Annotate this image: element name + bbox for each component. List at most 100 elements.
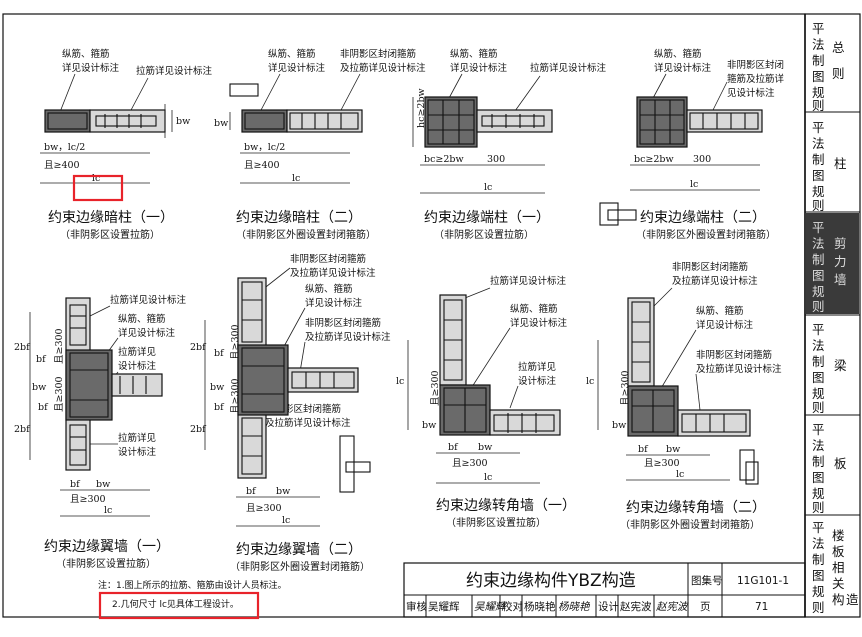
svg-text:页: 页 bbox=[700, 601, 711, 613]
svg-text:且≥300: 且≥300 bbox=[70, 494, 106, 505]
svg-text:规: 规 bbox=[812, 486, 825, 501]
svg-text:平: 平 bbox=[812, 322, 825, 337]
svg-text:拉筋详见设计标注: 拉筋详见设计标注 bbox=[490, 275, 567, 287]
svg-text:平: 平 bbox=[812, 220, 825, 235]
svg-text:审核: 审核 bbox=[406, 600, 427, 613]
svg-text:拉筋详见设计标注: 拉筋详见设计标注 bbox=[136, 65, 213, 77]
svg-text:约束边缘端柱（一）: 约束边缘端柱（一） bbox=[424, 210, 550, 226]
tab-slab[interactable]: 平 法 制 图 规 则 板 bbox=[812, 422, 847, 515]
svg-text:且≥400: 且≥400 bbox=[44, 160, 80, 171]
svg-text:非阴影区封闭箍筋: 非阴影区封闭箍筋 bbox=[696, 349, 772, 361]
svg-text:见设计标注: 见设计标注 bbox=[727, 87, 775, 99]
svg-text:制: 制 bbox=[812, 552, 825, 567]
svg-text:lc: lc bbox=[292, 173, 300, 184]
svg-text:且≥300: 且≥300 bbox=[230, 324, 241, 360]
svg-text:bw: bw bbox=[422, 420, 436, 431]
svg-text:平: 平 bbox=[812, 120, 825, 135]
svg-text:lc: lc bbox=[676, 469, 684, 480]
svg-text:hc≥2bw: hc≥2bw bbox=[416, 88, 427, 128]
svg-text:杨晓艳: 杨晓艳 bbox=[524, 600, 556, 613]
svg-text:约束边缘转角墙（一）: 约束边缘转角墙（一） bbox=[436, 498, 576, 514]
svg-text:则: 则 bbox=[812, 98, 825, 113]
svg-text:（非阴影区设置拉筋）: （非阴影区设置拉筋） bbox=[446, 516, 546, 529]
svg-text:纵筋、箍筋: 纵筋、箍筋 bbox=[268, 48, 316, 60]
svg-text:及拉筋详见设计标注: 及拉筋详见设计标注 bbox=[340, 62, 426, 74]
svg-text:设计标注: 设计标注 bbox=[118, 446, 157, 458]
svg-text:及拉筋详见设计标注: 及拉筋详见设计标注 bbox=[305, 331, 391, 343]
svg-text:bf: bf bbox=[246, 486, 257, 497]
svg-text:且≥400: 且≥400 bbox=[244, 160, 280, 171]
svg-text:lc: lc bbox=[104, 505, 112, 516]
svg-text:图: 图 bbox=[812, 370, 825, 385]
svg-text:非阴影区封闭箍筋: 非阴影区封闭箍筋 bbox=[672, 261, 748, 273]
svg-text:详见设计标注: 详见设计标注 bbox=[62, 62, 120, 74]
svg-text:纵筋、箍筋: 纵筋、箍筋 bbox=[450, 48, 498, 60]
tab-slab-related-n3: 相 bbox=[832, 560, 845, 575]
svg-text:及拉筋详见设计标注: 及拉筋详见设计标注 bbox=[672, 275, 758, 287]
tab-shear-wall[interactable]: 平 法 制 图 规 则 剪 力 墙 bbox=[812, 220, 847, 314]
svg-text:2.几何尺寸 lc见具体工程设计。: 2.几何尺寸 lc见具体工程设计。 bbox=[112, 598, 239, 610]
svg-text:规: 规 bbox=[812, 386, 825, 401]
svg-text:拉筋详见: 拉筋详见 bbox=[518, 361, 556, 373]
svg-text:纵筋、箍筋: 纵筋、箍筋 bbox=[305, 283, 353, 295]
svg-text:设计: 设计 bbox=[598, 600, 619, 613]
tab-general-name-2: 则 bbox=[832, 66, 845, 81]
svg-text:（非阴影区外圈设置封闭箍筋）: （非阴影区外圈设置封闭箍筋） bbox=[620, 518, 760, 531]
svg-text:非阴影区封闭箍筋: 非阴影区封闭箍筋 bbox=[340, 48, 416, 60]
svg-text:bc≥2bw: bc≥2bw bbox=[634, 154, 674, 165]
svg-text:图: 图 bbox=[812, 568, 825, 583]
svg-text:且≥300: 且≥300 bbox=[230, 378, 241, 414]
svg-text:且≥300: 且≥300 bbox=[54, 328, 65, 364]
svg-text:图: 图 bbox=[812, 168, 825, 183]
svg-text:lc: lc bbox=[586, 376, 594, 387]
svg-text:制: 制 bbox=[812, 53, 825, 68]
svg-text:bw: bw bbox=[666, 444, 680, 455]
svg-text:约束边缘暗柱（一）: 约束边缘暗柱（一） bbox=[48, 210, 174, 226]
svg-text:纵筋、箍筋: 纵筋、箍筋 bbox=[696, 305, 744, 317]
svg-text:制: 制 bbox=[812, 354, 825, 369]
svg-text:bw: bw bbox=[210, 382, 224, 393]
svg-text:bf: bf bbox=[214, 348, 225, 359]
svg-text:法: 法 bbox=[812, 236, 825, 251]
figure-hidden-column-1: 纵筋、箍筋 详见设计标注 拉筋详见设计标注 bw bw，lc/2 且≥400 l… bbox=[40, 48, 213, 241]
svg-text:则: 则 bbox=[812, 500, 825, 515]
svg-text:图: 图 bbox=[812, 470, 825, 485]
svg-text:bw: bw bbox=[32, 382, 46, 393]
svg-text:校对: 校对 bbox=[502, 600, 523, 613]
svg-text:吴耀辉: 吴耀辉 bbox=[428, 600, 460, 613]
svg-text:bw: bw bbox=[176, 116, 190, 127]
tab-shear-name-2: 力 bbox=[834, 254, 847, 269]
svg-text:lc: lc bbox=[484, 472, 492, 483]
svg-text:详见设计标注: 详见设计标注 bbox=[510, 317, 568, 329]
svg-text:梁: 梁 bbox=[834, 358, 847, 373]
tab-general-name-1: 总 bbox=[832, 40, 845, 55]
svg-text:则: 则 bbox=[812, 400, 825, 415]
tab-column[interactable]: 平 法 制 图 规 则 柱 bbox=[812, 120, 847, 213]
svg-text:法: 法 bbox=[812, 136, 825, 151]
svg-text:吴耀辉: 吴耀辉 bbox=[474, 601, 507, 613]
figure-end-column-1: 纵筋、箍筋 详见设计标注 拉筋详见设计标注 hc≥2bw bc≥2bw 300 … bbox=[412, 48, 607, 241]
svg-text:柱: 柱 bbox=[834, 156, 847, 171]
svg-text:（非阴影区设置拉筋）: （非阴影区设置拉筋） bbox=[434, 228, 534, 241]
svg-text:规: 规 bbox=[812, 85, 825, 100]
svg-text:板: 板 bbox=[834, 456, 847, 471]
svg-text:约束边缘暗柱（二）: 约束边缘暗柱（二） bbox=[236, 210, 362, 226]
svg-text:且≥300: 且≥300 bbox=[452, 458, 488, 469]
svg-text:bf: bf bbox=[70, 479, 81, 490]
svg-text:300: 300 bbox=[693, 154, 711, 165]
active-tab-bg bbox=[806, 213, 859, 314]
svg-text:制: 制 bbox=[812, 252, 825, 267]
svg-text:则: 则 bbox=[812, 198, 825, 213]
svg-text:非阴影区封闭箍筋: 非阴影区封闭箍筋 bbox=[290, 253, 366, 265]
svg-text:bw: bw bbox=[276, 486, 290, 497]
tab-slab-related-n4: 关 bbox=[832, 576, 845, 591]
tab-general[interactable]: 平 法 制 图 规 则 总 则 bbox=[812, 21, 845, 113]
tab-slab-related[interactable]: 平 法 制 图 规 则 楼 板 相 关 构 造 bbox=[812, 520, 859, 615]
svg-text:非阴影区封闭箍筋: 非阴影区封闭箍筋 bbox=[305, 317, 381, 329]
svg-text:及拉筋详见设计标注: 及拉筋详见设计标注 bbox=[290, 267, 376, 279]
figure-flange-wall-1: 拉筋详见设计标注 纵筋、箍筋 详见设计标注 拉筋详见 设计标注 拉筋详见 设计标… bbox=[14, 294, 187, 570]
tab-beam[interactable]: 平 法 制 图 规 则 梁 bbox=[812, 322, 847, 415]
title-block: 约束边缘构件YBZ构造 图集号 11G101-1 审核 吴耀辉 吴耀辉 校对 杨… bbox=[403, 562, 806, 618]
svg-text:纵筋、箍筋: 纵筋、箍筋 bbox=[510, 303, 558, 315]
